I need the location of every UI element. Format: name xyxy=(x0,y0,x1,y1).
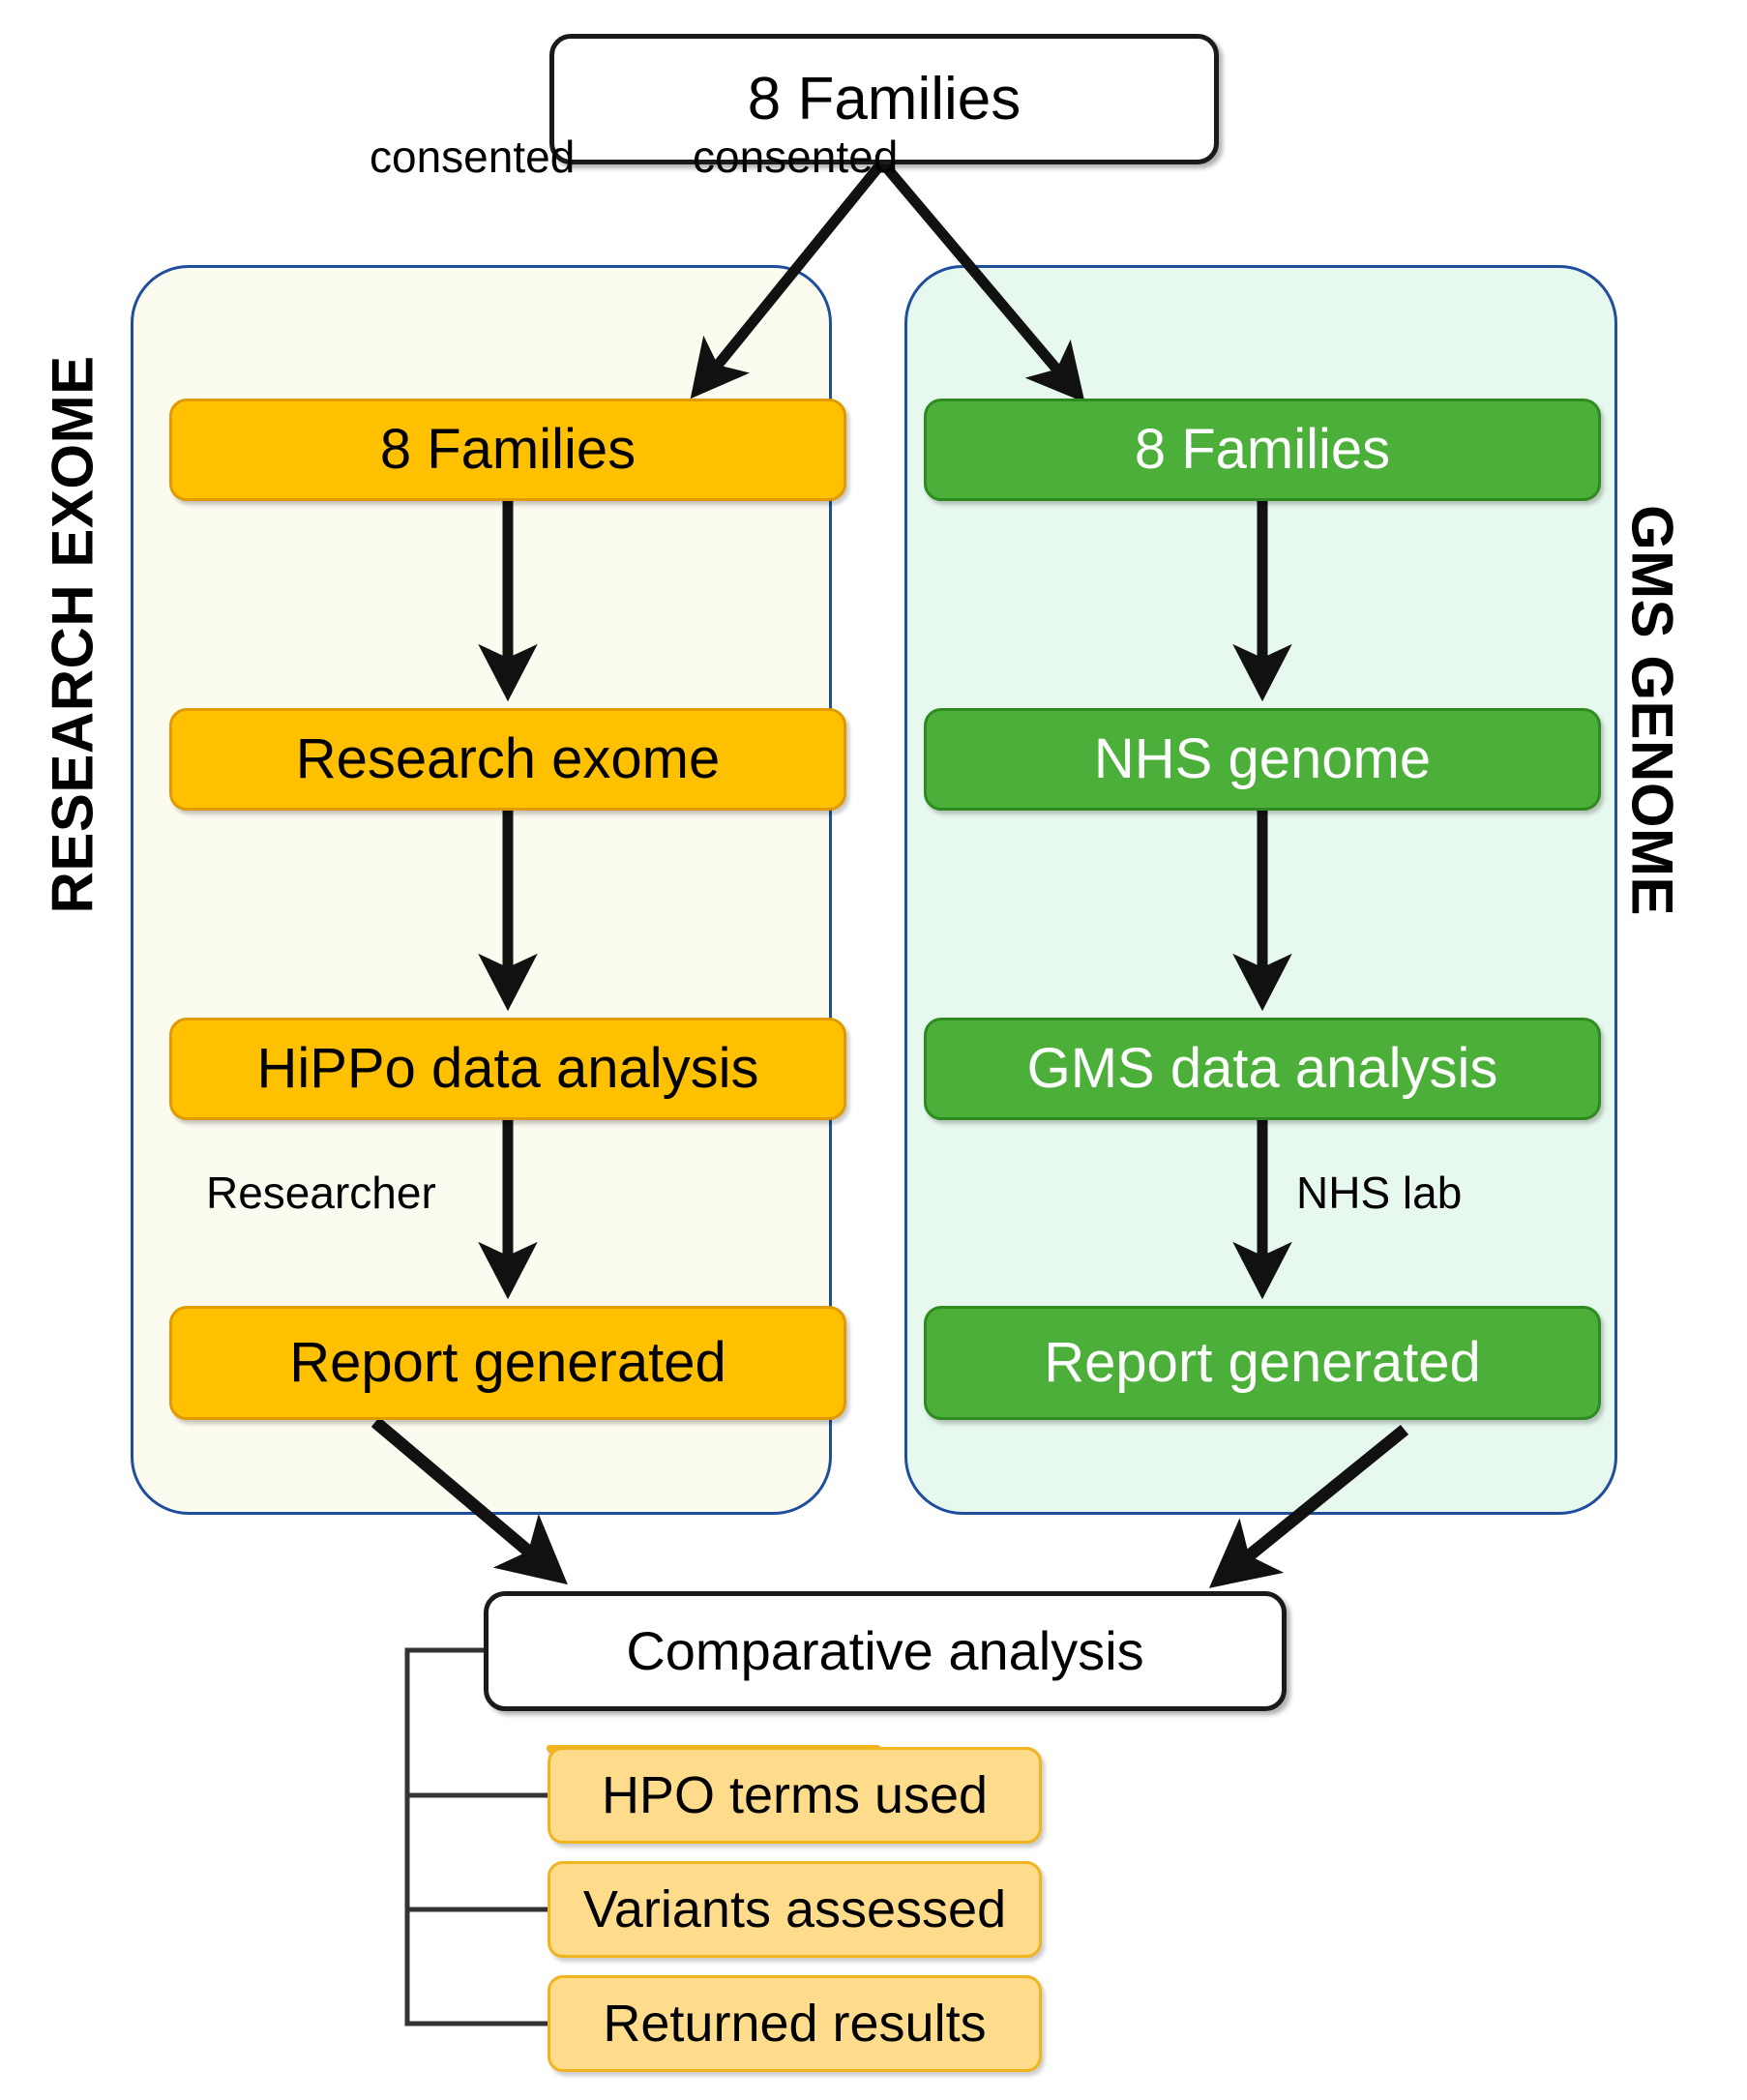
node-genome-report-generated[interactable]: Report generated xyxy=(924,1306,1601,1420)
node-genome-report-generated-label: Report generated xyxy=(1044,1330,1481,1394)
edge-label-nhs-lab: NHS lab xyxy=(1296,1168,1463,1218)
node-genome-families[interactable]: 8 Families xyxy=(924,399,1601,501)
node-exome-families-label: 8 Families xyxy=(379,417,637,481)
metric-hpo-terms-used-label: HPO terms used xyxy=(601,1765,989,1824)
lane-title-gms-genome: GMS GENOME xyxy=(1619,504,1685,917)
node-genome-families-label: 8 Families xyxy=(1134,417,1391,481)
node-hippo-data-analysis-label: HiPPo data analysis xyxy=(256,1036,759,1100)
node-exome-families[interactable]: 8 Families xyxy=(169,399,846,501)
node-gms-data-analysis-label: GMS data analysis xyxy=(1026,1036,1498,1100)
metric-returned-results-label: Returned results xyxy=(603,1994,987,2053)
node-top-families[interactable]: 8 Families xyxy=(549,34,1219,164)
metric-variants-assessed-label: Variants assessed xyxy=(582,1879,1007,1938)
node-research-exome-label: Research exome xyxy=(295,726,721,790)
edge-label-consent-right: consented xyxy=(693,132,899,182)
metric-variants-assessed[interactable]: Variants assessed xyxy=(548,1861,1042,1958)
metric-returned-results[interactable]: Returned results xyxy=(548,1975,1042,2072)
node-comparative-analysis[interactable]: Comparative analysis xyxy=(484,1591,1287,1711)
node-exome-report-generated-label: Report generated xyxy=(289,1330,726,1394)
edge-label-researcher: Researcher xyxy=(206,1168,436,1218)
node-gms-data-analysis[interactable]: GMS data analysis xyxy=(924,1018,1601,1120)
edge-label-consent-left: consented xyxy=(370,132,576,182)
node-research-exome[interactable]: Research exome xyxy=(169,708,846,811)
node-comparative-analysis-label: Comparative analysis xyxy=(626,1619,1144,1681)
lane-title-research-exome: RESEARCH EXOME xyxy=(40,355,105,914)
metric-hpo-terms-used[interactable]: HPO terms used xyxy=(548,1747,1042,1844)
node-nhs-genome-label: NHS genome xyxy=(1093,726,1432,790)
node-hippo-data-analysis[interactable]: HiPPo data analysis xyxy=(169,1018,846,1120)
node-top-families-label: 8 Families xyxy=(747,65,1022,133)
node-exome-report-generated[interactable]: Report generated xyxy=(169,1306,846,1420)
node-nhs-genome[interactable]: NHS genome xyxy=(924,708,1601,811)
